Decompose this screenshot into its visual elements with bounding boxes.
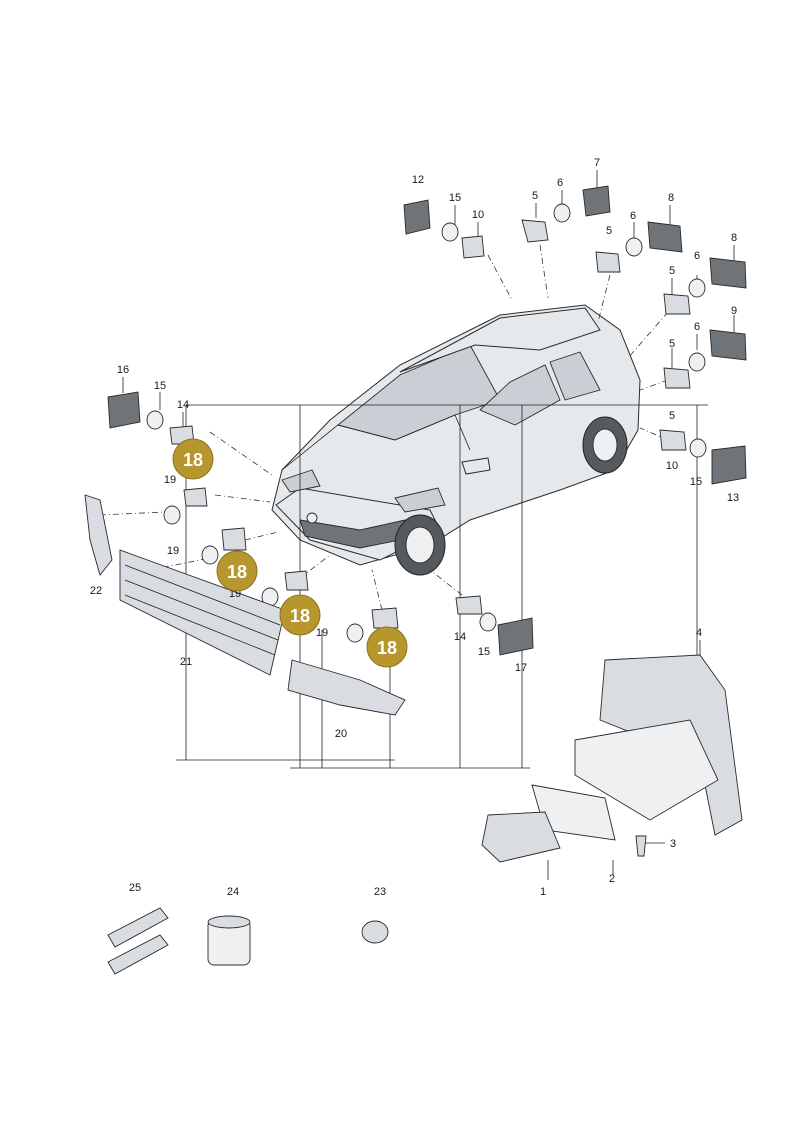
badge-18: 18 <box>279 594 321 636</box>
label-part-10: 10 <box>472 209 484 221</box>
label-part-3: 3 <box>670 838 676 850</box>
label-part-22: 22 <box>90 585 102 597</box>
badge-18: 18 <box>216 550 258 592</box>
label-part-5: 5 <box>532 190 538 202</box>
label-part-21: 21 <box>180 656 192 668</box>
car-illustration <box>271 304 641 576</box>
part-15-ring <box>441 222 459 242</box>
part-10-sensor <box>461 235 485 259</box>
label-part-19: 19 <box>167 545 179 557</box>
part-5-sensor <box>521 219 549 243</box>
label-part-8: 8 <box>731 232 737 244</box>
label-part-25: 25 <box>129 882 141 894</box>
label-part-10: 10 <box>666 460 678 472</box>
label-part-15: 15 <box>449 192 461 204</box>
label-part-5: 5 <box>606 225 612 237</box>
label-part-6: 6 <box>694 250 700 262</box>
badge-18: 18 <box>366 626 408 668</box>
label-part-5: 5 <box>669 338 675 350</box>
label-part-6: 6 <box>557 177 563 189</box>
part-20-trim <box>287 659 406 716</box>
label-part-19: 19 <box>316 627 328 639</box>
part-23-sensor <box>361 920 389 944</box>
label-part-23: 23 <box>374 886 386 898</box>
badge-18: 18 <box>172 438 214 480</box>
part-number-labels: 1 2 3 4 5 5 5 5 5 6 6 6 6 7 8 8 9 10 10 … <box>90 157 739 898</box>
label-part-20: 20 <box>335 728 347 740</box>
badge-18-label: 18 <box>183 450 203 470</box>
label-part-13: 13 <box>727 492 739 504</box>
label-part-6: 6 <box>694 321 700 333</box>
part-1-control-unit <box>481 811 561 863</box>
label-part-4: 4 <box>696 627 702 639</box>
part-21-grille <box>119 549 286 676</box>
label-part-9: 9 <box>731 305 737 317</box>
label-part-7: 7 <box>594 157 600 169</box>
sensor-parts <box>84 185 747 975</box>
label-part-17: 17 <box>515 662 527 674</box>
label-part-16: 16 <box>117 364 129 376</box>
label-part-24: 24 <box>227 886 239 898</box>
label-part-5: 5 <box>669 265 675 277</box>
label-part-15: 15 <box>154 380 166 392</box>
label-part-12: 12 <box>412 174 424 186</box>
label-part-19: 19 <box>164 474 176 486</box>
label-part-15: 15 <box>478 646 490 658</box>
badge-18-label: 18 <box>377 638 397 658</box>
label-part-14: 14 <box>454 631 466 643</box>
label-part-8: 8 <box>668 192 674 204</box>
label-part-2: 2 <box>609 873 615 885</box>
label-part-6: 6 <box>630 210 636 222</box>
label-part-1: 1 <box>540 886 546 898</box>
label-part-14: 14 <box>177 399 189 411</box>
label-part-15: 15 <box>690 476 702 488</box>
badge-18-label: 18 <box>290 606 310 626</box>
part-12-bracket <box>403 199 431 235</box>
label-part-5: 5 <box>669 410 675 422</box>
part-25-tool <box>107 907 169 948</box>
badge-18-label: 18 <box>227 562 247 582</box>
